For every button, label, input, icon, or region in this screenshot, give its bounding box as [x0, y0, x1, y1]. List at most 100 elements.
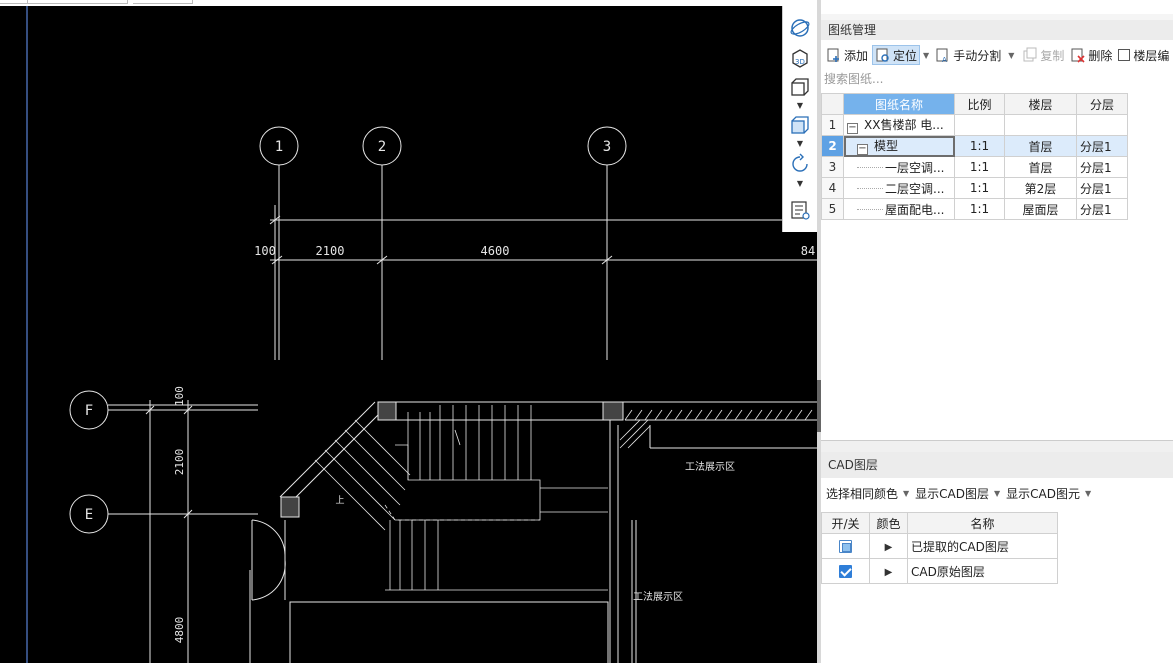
- drawing-panel-title: 图纸管理: [821, 14, 1173, 40]
- table-row[interactable]: 3 一层空调... 1:1 首层 分层1: [821, 156, 1128, 178]
- floor-checkbox[interactable]: 楼层编: [1116, 45, 1171, 65]
- chevron-down-icon[interactable]: ▼: [994, 488, 1001, 498]
- column-header-floor[interactable]: 楼层: [1004, 93, 1077, 115]
- table-row[interactable]: 1 −XX售楼部 电...: [821, 114, 1128, 136]
- floor-cell[interactable]: 屋面层: [1004, 198, 1077, 220]
- layer-toggle-cell: [821, 558, 870, 584]
- scale-cell[interactable]: [954, 114, 1005, 136]
- manual-split-icon: A: [936, 48, 948, 63]
- table-row[interactable]: ▶ CAD原始图层: [821, 558, 1058, 584]
- collapse-icon[interactable]: −: [847, 122, 858, 134]
- right-panel: 图纸管理 添加 定位 ▼ A 手动分割 ▼ 复制 删除 楼层编: [821, 0, 1173, 663]
- drawing-name-cell[interactable]: −XX售楼部 电...: [843, 114, 955, 136]
- column-header-layer[interactable]: 分层: [1076, 93, 1128, 115]
- manual-split-button[interactable]: A 手动分割: [933, 45, 1003, 65]
- row-number: 1: [821, 114, 844, 136]
- dim-2100: 2100: [316, 244, 345, 258]
- delete-button[interactable]: 删除: [1068, 45, 1114, 65]
- dim-v-100: 100: [173, 386, 186, 406]
- grid-label-f: F: [85, 403, 93, 419]
- chevron-down-icon[interactable]: ▼: [903, 488, 910, 498]
- show-cad-layers-button[interactable]: 显示CAD图层: [915, 486, 990, 501]
- layer-visibility-checkbox[interactable]: [839, 540, 852, 553]
- layer-color-cell[interactable]: ▶: [869, 558, 908, 584]
- floor-cell[interactable]: 第2层: [1004, 177, 1077, 199]
- layer-visibility-checkbox[interactable]: [839, 565, 852, 578]
- locate-dropdown[interactable]: ▼: [923, 50, 930, 60]
- expand-arrow-icon[interactable]: ▶: [884, 567, 893, 578]
- column-header-name[interactable]: 图纸名称: [843, 93, 955, 115]
- layer-cell[interactable]: [1076, 114, 1128, 136]
- drawing-name-cell[interactable]: 二层空调...: [843, 177, 955, 199]
- table-row[interactable]: ▶ 已提取的CAD图层: [821, 533, 1058, 559]
- cad-panel-title: CAD图层: [821, 452, 1173, 478]
- drawing-name-cell[interactable]: 一层空调...: [843, 156, 955, 178]
- layer-list-icon[interactable]: [788, 198, 812, 222]
- split-dropdown[interactable]: ▼: [1008, 50, 1015, 60]
- collapse-icon[interactable]: −: [857, 143, 868, 155]
- canvas-tab[interactable]: [133, 0, 193, 4]
- floor-cell[interactable]: [1004, 114, 1077, 136]
- layer-color-cell[interactable]: ▶: [869, 533, 908, 559]
- splitter-grip[interactable]: [817, 380, 821, 432]
- column-header-color: 颜色: [869, 512, 908, 534]
- copy-button[interactable]: 复制: [1020, 45, 1066, 65]
- grid-label-1: 1: [275, 139, 283, 155]
- cad-drawing: 1 2 3 F E 100 2100 4600 84 100 2100 4800…: [26, 0, 817, 663]
- drawing-toolbar: 添加 定位 ▼ A 手动分割 ▼ 复制 删除 楼层编: [821, 43, 1173, 67]
- scale-cell[interactable]: 1:1: [954, 198, 1005, 220]
- layer-cell[interactable]: 分层1: [1076, 177, 1128, 199]
- panel-splitter[interactable]: [817, 0, 821, 663]
- row-number: 4: [821, 177, 844, 199]
- table-row[interactable]: 2 −模型 1:1 首层 分层1: [821, 135, 1128, 157]
- grid-label-2: 2: [378, 139, 386, 155]
- add-drawing-icon: [827, 48, 839, 62]
- chevron-down-icon[interactable]: ▼: [796, 139, 804, 148]
- add-drawing-button[interactable]: 添加: [824, 45, 870, 65]
- show-cad-elements-button[interactable]: 显示CAD图元: [1006, 486, 1081, 501]
- column-header-scale[interactable]: 比例: [954, 93, 1005, 115]
- expand-arrow-icon[interactable]: ▶: [884, 542, 893, 553]
- floor-cell[interactable]: 首层: [1004, 156, 1077, 178]
- layer-name-cell[interactable]: 已提取的CAD图层: [907, 533, 1058, 559]
- canvas-tab[interactable]: [28, 0, 128, 4]
- checkbox[interactable]: [1118, 49, 1131, 61]
- 3d-view-icon[interactable]: 3D: [788, 46, 812, 70]
- dim-v-2100: 2100: [173, 449, 186, 476]
- drawing-name-cell[interactable]: −模型: [843, 135, 955, 157]
- locate-button[interactable]: 定位: [872, 45, 921, 65]
- box-view-icon[interactable]: [788, 76, 812, 100]
- stair-mark: 上: [335, 495, 344, 506]
- table-row[interactable]: 5 屋面配电... 1:1 屋面层 分层1: [821, 198, 1128, 220]
- orbit-icon[interactable]: [788, 16, 812, 40]
- layer-cell[interactable]: 分层1: [1076, 156, 1128, 178]
- table-row[interactable]: 4 二层空调... 1:1 第2层 分层1: [821, 177, 1128, 199]
- scale-cell[interactable]: 1:1: [954, 156, 1005, 178]
- layer-cell[interactable]: 分层1: [1076, 135, 1128, 157]
- cad-canvas[interactable]: 1 2 3 F E 100 2100 4600 84 100 2100 4800…: [0, 0, 817, 663]
- dim-84: 84: [801, 244, 815, 258]
- layer-cell[interactable]: 分层1: [1076, 198, 1128, 220]
- layer-name-cell[interactable]: CAD原始图层: [907, 558, 1058, 584]
- canvas-tab[interactable]: [0, 0, 28, 4]
- grid-label-e: E: [85, 507, 93, 523]
- floor-cell[interactable]: 首层: [1004, 135, 1077, 157]
- select-same-color-button[interactable]: 选择相同颜色: [826, 486, 899, 501]
- shaded-box-icon[interactable]: [788, 114, 812, 138]
- chevron-down-icon[interactable]: ▼: [1085, 488, 1092, 498]
- chevron-down-icon[interactable]: ▼: [796, 179, 804, 188]
- delete-icon: [1071, 48, 1085, 63]
- layer-toggle-cell: [821, 533, 870, 559]
- chevron-down-icon[interactable]: ▼: [796, 101, 804, 110]
- drawing-name-cell[interactable]: 屋面配电...: [843, 198, 955, 220]
- table-header-row: 图纸名称 比例 楼层 分层: [821, 93, 1128, 115]
- row-number: 2: [821, 135, 844, 157]
- scale-cell[interactable]: 1:1: [954, 135, 1005, 157]
- scale-cell[interactable]: 1:1: [954, 177, 1005, 199]
- dim-100: 100: [254, 244, 276, 258]
- cad-layer-table: 开/关 颜色 名称 ▶ 已提取的CAD图层 ▶ CAD原始图层: [821, 512, 1058, 584]
- rotate-icon[interactable]: [788, 152, 812, 176]
- svg-text:A: A: [942, 56, 947, 63]
- column-header-layer-name: 名称: [907, 512, 1058, 534]
- drawing-search-input[interactable]: [821, 68, 1173, 90]
